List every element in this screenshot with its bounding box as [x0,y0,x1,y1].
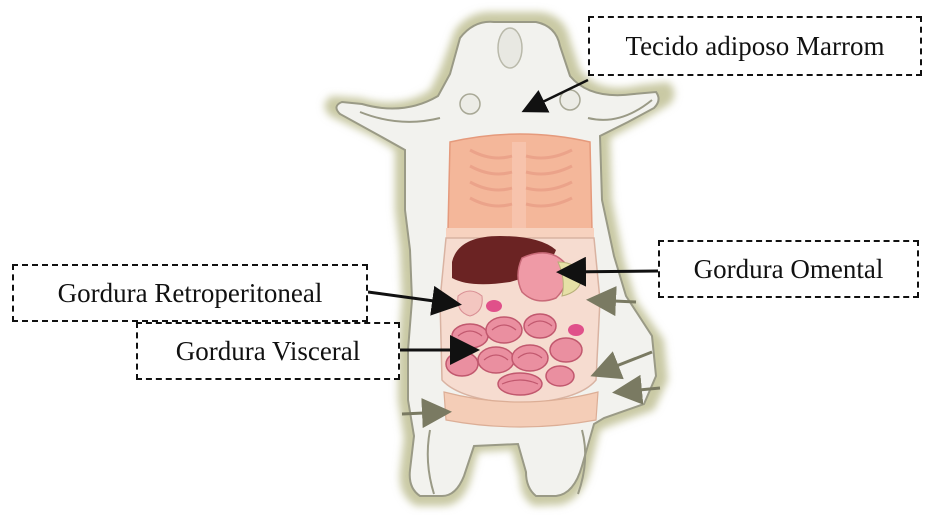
label-omental-fat: Gordura Omental [658,240,919,298]
label-visceral-text: Gordura Visceral [176,336,361,367]
gray-arrow-left-lower [402,412,446,414]
label-retroperitoneal-text: Gordura Retroperitoneal [58,278,323,309]
arrow-omental [562,271,658,272]
sternum [512,142,526,228]
label-visceral-fat: Gordura Visceral [136,322,400,380]
diaphragm [446,228,594,238]
gray-arrow-right-upper [592,300,636,302]
label-retroperitoneal-fat: Gordura Retroperitoneal [12,264,368,322]
left-ear [460,94,480,114]
left-kidney [486,300,502,312]
label-brown-adipose-text: Tecido adiposo Marrom [625,31,884,62]
label-omental-text: Gordura Omental [694,254,884,285]
stomach [518,253,567,301]
label-brown-adipose-tissue: Tecido adiposo Marrom [588,16,922,76]
snout [498,28,522,68]
right-kidney [568,324,584,336]
